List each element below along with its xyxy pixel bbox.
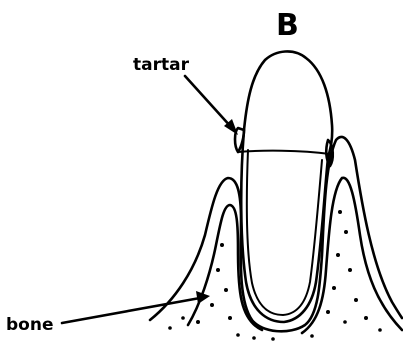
bone-outline: [188, 205, 262, 330]
bone-arrow-line: [62, 298, 200, 323]
bone-outline-right: [302, 178, 402, 333]
tooth-crown-outline: [244, 51, 332, 158]
tartar-arrow-line: [185, 76, 232, 128]
panel-letter: B: [276, 8, 299, 43]
bone-label: bone: [6, 315, 53, 335]
tooth-root-inner-outline: [247, 150, 322, 315]
gum-outline: [150, 137, 402, 331]
tartar-label: tartar: [133, 55, 190, 75]
enamel-junction-line: [238, 151, 330, 154]
